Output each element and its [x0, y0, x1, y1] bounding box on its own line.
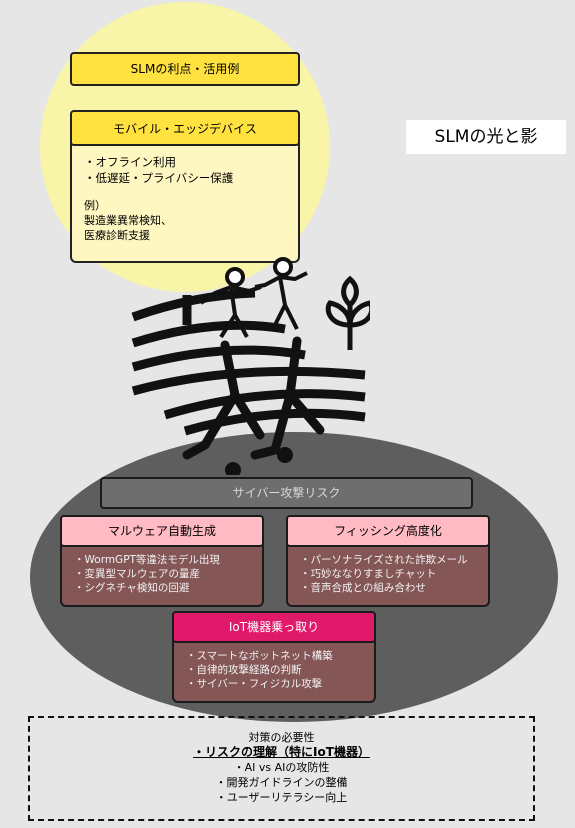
benefit-item: ・低遅延・プライバシー保護 — [84, 171, 234, 185]
benefit-list: ・オフライン利用 ・低遅延・プライバシー保護 — [84, 154, 233, 186]
example-list: 例） 製造業異常検知、 医療診断支援 — [84, 198, 172, 243]
malware-title: マルウェア自動生成 — [60, 515, 264, 547]
iot-title: IoT機器乗っ取り — [172, 611, 376, 643]
iot-item: ・自律的攻撃経路の判断 — [186, 664, 302, 676]
malware-item: ・WormGPT等違法モデル出現 — [74, 554, 220, 566]
malware-panel: マルウェア自動生成 ・WormGPT等違法モデル出現 ・変異型マルウェアの量産 … — [60, 515, 264, 607]
benefit-item: ・オフライン利用 — [84, 155, 176, 169]
iot-list: ・スマートなボットネット構築 ・自律的攻撃経路の判断 ・サイバー・フィジカル攻撃 — [186, 649, 333, 691]
iot-item: ・サイバー・フィジカル攻撃 — [186, 678, 323, 690]
countermeasure-item: ・AI vs AIの攻防性 — [233, 761, 330, 774]
example-item: 医療診断支援 — [84, 229, 150, 242]
malware-item: ・変異型マルウェアの量産 — [74, 568, 200, 580]
phishing-item: ・音声合成との組み合わせ — [300, 582, 426, 594]
benefits-header: SLMの利点・活用例 — [70, 52, 300, 86]
phishing-item: ・巧妙ななりすましチャット — [300, 568, 437, 580]
plant-icon — [325, 275, 370, 350]
example-item: 製造業異常検知、 — [84, 214, 172, 227]
example-label: 例） — [84, 199, 106, 212]
cyber-risk-header: サイバー攻撃リスク — [100, 477, 473, 509]
page-title: SLMの光と影 — [406, 120, 566, 154]
malware-item: ・シグネチャ検知の回避 — [74, 582, 190, 594]
countermeasures-box: 対策の必要性 ・リスクの理解（特にIoT機器） ・AI vs AIの攻防性 ・開… — [28, 716, 535, 821]
mobile-edge-title: モバイル・エッジデバイス — [70, 110, 300, 146]
iot-item: ・スマートなボットネット構築 — [186, 650, 333, 662]
phishing-item: ・パーソナライズされた詐欺メール — [300, 554, 468, 566]
countermeasures-heading: 対策の必要性 — [248, 731, 315, 744]
illustration — [131, 257, 370, 475]
countermeasures-emphasis: ・リスクの理解（特にIoT機器） — [193, 745, 370, 759]
countermeasure-item: ・開発ガイドラインの整備 — [215, 776, 348, 789]
phishing-panel: フィッシング高度化 ・パーソナライズされた詐欺メール ・巧妙ななりすましチャット… — [286, 515, 490, 607]
mobile-edge-panel: モバイル・エッジデバイス ・オフライン利用 ・低遅延・プライバシー保護 例） 製… — [70, 110, 300, 263]
iot-panel: IoT機器乗っ取り ・スマートなボットネット構築 ・自律的攻撃経路の判断 ・サイ… — [172, 611, 376, 703]
phishing-title: フィッシング高度化 — [286, 515, 490, 547]
countermeasure-item: ・ユーザーリテラシー向上 — [215, 791, 348, 804]
people-walking-icon — [199, 257, 308, 339]
malware-list: ・WormGPT等違法モデル出現 ・変異型マルウェアの量産 ・シグネチャ検知の回… — [74, 553, 220, 595]
people-shadow-icon — [182, 336, 325, 475]
phishing-list: ・パーソナライズされた詐欺メール ・巧妙ななりすましチャット ・音声合成との組み… — [300, 553, 468, 595]
